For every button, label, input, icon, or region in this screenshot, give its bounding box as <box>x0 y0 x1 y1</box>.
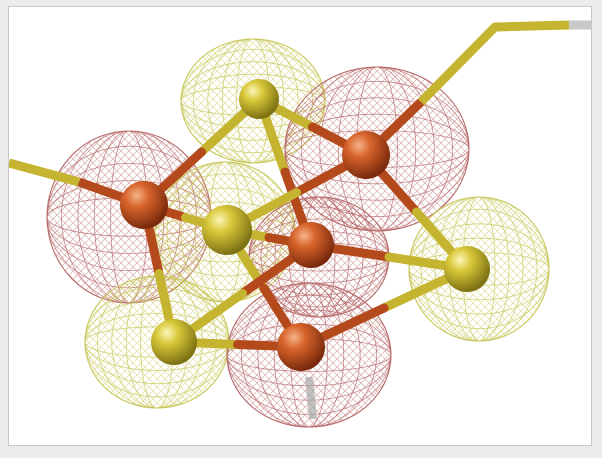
iron-atom <box>288 222 334 268</box>
iron-atom <box>277 323 325 371</box>
iron-atom <box>120 181 168 229</box>
sulfur-atom <box>202 205 252 255</box>
sulfur-atom <box>444 246 490 292</box>
sulfur-atom <box>239 79 279 119</box>
iron-atom <box>342 131 390 179</box>
iron-sulfur-cluster-render <box>9 20 591 428</box>
sulfur-atom <box>151 319 197 365</box>
atoms <box>120 79 490 371</box>
molecule-viewport <box>8 6 592 446</box>
